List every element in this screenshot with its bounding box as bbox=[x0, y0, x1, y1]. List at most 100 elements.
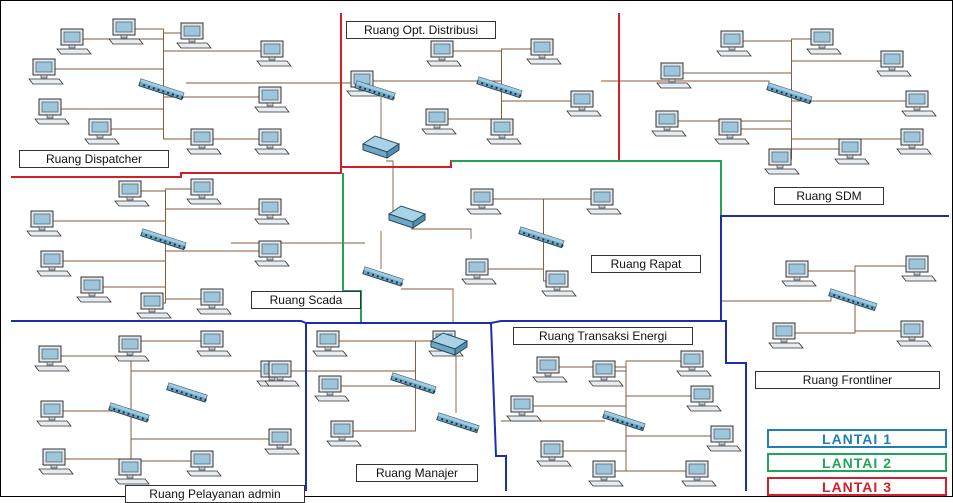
pc-icon bbox=[588, 460, 624, 487]
pc-icon bbox=[656, 62, 692, 89]
pc-icon bbox=[896, 128, 932, 155]
legend-lantai-2: LANTAI 2 bbox=[767, 453, 947, 472]
pc-icon bbox=[314, 375, 350, 402]
switch-icon bbox=[354, 80, 396, 101]
pc-icon bbox=[254, 128, 290, 155]
pc-icon bbox=[426, 40, 462, 67]
network-cable bbox=[791, 38, 822, 87]
network-cable bbox=[165, 233, 212, 300]
pc-icon bbox=[686, 385, 722, 412]
pc-icon bbox=[264, 428, 300, 455]
room-label-frontliner: Ruang Frontliner bbox=[755, 371, 940, 389]
legend-lantai-1: LANTAI 1 bbox=[767, 429, 947, 448]
network-cable bbox=[791, 87, 912, 140]
network-cable bbox=[130, 370, 272, 407]
floor1-border-manajer bbox=[490, 322, 507, 491]
network-cable bbox=[854, 293, 912, 332]
room-label-transaksi: Ruang Transaksi Energi bbox=[513, 327, 693, 345]
network-cable bbox=[328, 340, 416, 377]
switch-icon bbox=[518, 226, 565, 249]
pc-icon bbox=[196, 330, 232, 357]
network-cable bbox=[791, 60, 892, 87]
pc-icon bbox=[532, 356, 568, 383]
network-cable bbox=[401, 288, 454, 323]
switch-icon bbox=[828, 288, 878, 312]
network-cable bbox=[854, 265, 917, 293]
pc-icon bbox=[108, 18, 144, 45]
room-label-sdm: Ruang SDM bbox=[774, 187, 884, 205]
switch-icon bbox=[602, 410, 646, 432]
pc-icon bbox=[84, 118, 120, 145]
network-cable bbox=[543, 198, 602, 231]
network-cable bbox=[186, 82, 358, 85]
pc-icon bbox=[34, 98, 70, 125]
pc-icon bbox=[876, 50, 912, 77]
router-icon bbox=[361, 135, 401, 159]
pc-icon bbox=[176, 22, 212, 49]
legend-lantai-3: LANTAI 3 bbox=[767, 477, 947, 496]
pc-icon bbox=[326, 420, 362, 447]
network-cable bbox=[501, 48, 542, 81]
pc-icon bbox=[76, 276, 112, 303]
pc-icon bbox=[254, 240, 290, 267]
pc-icon bbox=[114, 335, 150, 362]
pc-icon bbox=[566, 90, 602, 117]
network-cable bbox=[50, 355, 132, 407]
pc-icon bbox=[36, 400, 72, 427]
network-cable bbox=[124, 28, 164, 83]
network-cable bbox=[165, 188, 202, 233]
network-cable bbox=[163, 32, 192, 83]
pc-icon bbox=[114, 458, 150, 485]
pc-icon bbox=[114, 180, 150, 207]
network-cable bbox=[342, 377, 416, 432]
pc-icon bbox=[312, 330, 348, 357]
pc-icon bbox=[806, 28, 842, 55]
pc-icon bbox=[34, 345, 70, 372]
pc-icon bbox=[56, 28, 92, 55]
pc-icon bbox=[896, 320, 932, 347]
room-label-rapat: Ruang Rapat bbox=[591, 255, 701, 273]
floor2-border-right bbox=[451, 160, 722, 216]
pc-icon bbox=[764, 148, 800, 175]
pc-icon bbox=[26, 210, 62, 237]
pc-icon bbox=[526, 38, 562, 65]
pc-icon bbox=[196, 288, 232, 315]
switch-icon bbox=[766, 82, 813, 105]
pc-icon bbox=[716, 30, 752, 57]
network-cable bbox=[721, 293, 832, 302]
pc-icon bbox=[781, 260, 817, 287]
router-icon bbox=[429, 332, 469, 356]
network-cable bbox=[72, 38, 164, 83]
room-label-dispatcher: Ruang Dispatcher bbox=[19, 150, 169, 168]
pc-icon bbox=[256, 40, 292, 67]
pc-icon bbox=[586, 188, 622, 215]
floor-borders bbox=[11, 13, 949, 491]
network-cable bbox=[732, 40, 792, 87]
pc-icon bbox=[714, 118, 750, 145]
pc-icon bbox=[186, 178, 222, 205]
switch-icon bbox=[390, 372, 437, 395]
pc-icon bbox=[681, 460, 717, 487]
pc-icon bbox=[588, 360, 624, 387]
pc-icon bbox=[186, 128, 222, 155]
pc-icon bbox=[254, 86, 290, 113]
network-cable bbox=[280, 370, 416, 377]
switch-icon bbox=[138, 78, 185, 101]
pc-icon bbox=[706, 425, 742, 452]
switch-icon bbox=[140, 228, 187, 251]
network-cable bbox=[552, 415, 627, 452]
pc-icon bbox=[506, 395, 542, 422]
room-label-scada: Ruang Scada bbox=[251, 291, 361, 309]
pc-icon bbox=[901, 255, 937, 282]
device-layer bbox=[26, 18, 937, 487]
network-cable bbox=[625, 360, 692, 415]
pc-icon bbox=[486, 118, 522, 145]
network-cable bbox=[54, 407, 132, 460]
network-cable bbox=[165, 208, 270, 233]
network-cable bbox=[386, 160, 394, 211]
pc-icon bbox=[36, 250, 72, 277]
switch-icon bbox=[108, 402, 150, 423]
pc-icon bbox=[466, 188, 502, 215]
